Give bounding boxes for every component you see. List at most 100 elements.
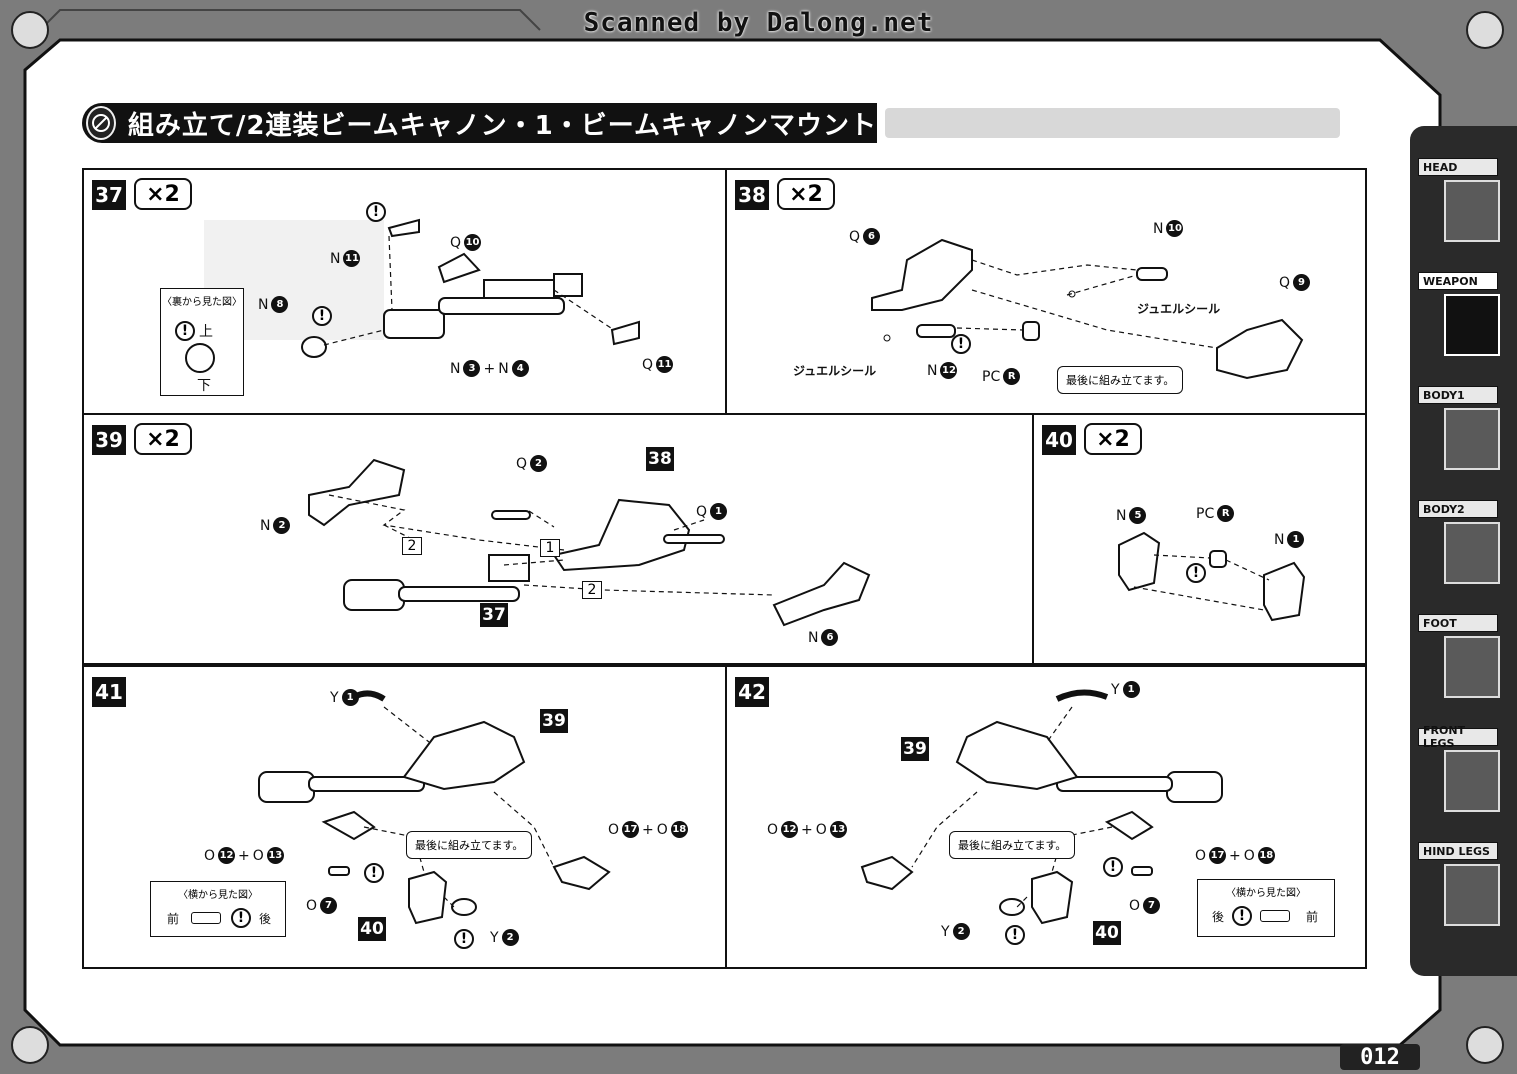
- caution-icon: !: [175, 321, 195, 341]
- caution-icon: !: [231, 908, 251, 928]
- step-37-drawing: [204, 218, 640, 358]
- assemble-last-note: 最後に組み立てます。: [406, 831, 533, 859]
- quantity-badge: ×2: [134, 423, 192, 455]
- label-front: 前: [1306, 910, 1319, 924]
- step-39-drawing: [308, 458, 871, 627]
- caution-icon: !: [366, 202, 386, 222]
- tab-front-legs[interactable]: FRONT LEGS: [1416, 724, 1506, 824]
- step-number: 37: [92, 180, 126, 210]
- caution-icon: !: [1005, 925, 1025, 945]
- step-ref-39: 39: [540, 709, 568, 733]
- inset-title: 〈裏から見た図〉: [162, 297, 242, 308]
- scan-watermark: Scanned by Dalong.net: [583, 8, 934, 38]
- jewel-seal-label: ジュエルシール: [793, 364, 877, 378]
- body-icon: [1444, 408, 1500, 470]
- caution-icon: !: [1232, 906, 1252, 926]
- tab-body2[interactable]: BODY2: [1416, 500, 1506, 596]
- step-40-drawing: [1118, 531, 1306, 622]
- tab-head[interactable]: HEAD: [1416, 158, 1506, 254]
- inset-title: 〈横から見た図〉: [1226, 888, 1306, 899]
- wrench-icon: [86, 106, 116, 140]
- step-number: 39: [92, 425, 126, 455]
- part-outline: [1260, 910, 1290, 922]
- tab-label: FRONT LEGS: [1418, 724, 1498, 750]
- caution-icon: !: [1103, 857, 1123, 877]
- assemble-last-note: 最後に組み立てます。: [949, 831, 1076, 859]
- step-number: 42: [735, 677, 769, 707]
- assemble-last-note: 最後に組み立てます。: [1057, 366, 1184, 394]
- body-icon: [1444, 522, 1500, 584]
- step-ref-39: 39: [901, 737, 929, 761]
- part-outline: [191, 912, 221, 924]
- sequence-marker: 1: [540, 539, 560, 557]
- inset-title: 〈横から見た図〉: [178, 890, 258, 901]
- section-title-bar: 組み立て/2連装ビームキャノン・1・ビームキャノンマウント: [82, 103, 877, 143]
- tab-label: HEAD: [1418, 158, 1498, 176]
- caution-icon: !: [364, 863, 384, 883]
- tab-hind-legs[interactable]: HIND LEGS: [1416, 842, 1506, 938]
- step-38-drawing: [871, 238, 1304, 380]
- head-icon: [1444, 180, 1500, 242]
- step-41-drawing: [258, 690, 611, 925]
- tab-label: HIND LEGS: [1418, 842, 1498, 860]
- tab-label: WEAPON: [1418, 272, 1498, 290]
- caution-icon: !: [312, 306, 332, 326]
- tab-label: BODY2: [1418, 500, 1498, 518]
- jewel-seal-label: ジュエルシール: [1137, 302, 1221, 316]
- side-view-inset: 〈横から見た図〉 前 ! 後: [150, 881, 286, 937]
- label-back: 後: [259, 912, 272, 926]
- quantity-badge: ×2: [134, 178, 192, 210]
- caution-icon: !: [951, 334, 971, 354]
- tab-weapon[interactable]: WEAPON: [1416, 272, 1506, 368]
- step-ref-38: 38: [646, 447, 674, 471]
- back-view-inset: 〈裏から見た図〉 ! 上 下: [160, 288, 244, 396]
- tab-label: FOOT: [1418, 614, 1498, 632]
- quantity-badge: ×2: [777, 178, 835, 210]
- leg-icon: [1444, 864, 1500, 926]
- step-37-panel: 37 ×2 〈裏から見た図〉 ! 上: [82, 168, 727, 415]
- step-number: 38: [735, 180, 769, 210]
- step-39-panel: 39 ×2 38 37 2 1: [82, 413, 1034, 665]
- caution-icon: !: [1186, 563, 1206, 583]
- foot-icon: [1444, 636, 1500, 698]
- tab-foot[interactable]: FOOT: [1416, 614, 1506, 710]
- label-front: 前: [167, 912, 180, 926]
- step-ref-40: 40: [358, 917, 386, 941]
- label-bottom: 下: [197, 378, 211, 394]
- title-ghost-bar: [885, 108, 1340, 138]
- weapon-icon: [1444, 294, 1500, 356]
- step-ref-37: 37: [480, 603, 508, 627]
- caution-icon: !: [454, 929, 474, 949]
- quantity-badge: ×2: [1084, 423, 1142, 455]
- label-back: 後: [1212, 910, 1225, 924]
- tab-body1[interactable]: BODY1: [1416, 386, 1506, 482]
- side-view-inset: 〈横から見た図〉 後 ! 前: [1197, 879, 1335, 937]
- sequence-marker: 2: [402, 537, 422, 555]
